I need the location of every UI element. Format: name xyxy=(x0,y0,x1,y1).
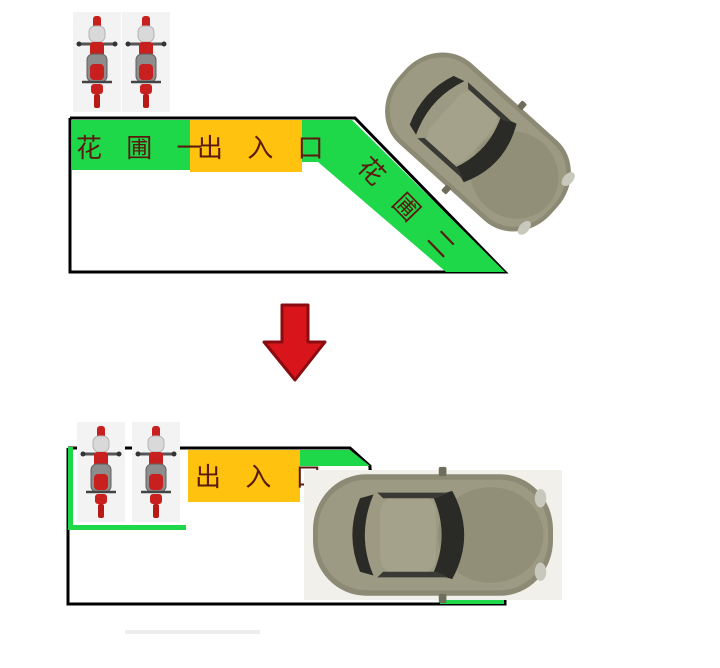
bottom-garden-two-bottom xyxy=(440,599,504,604)
bottom-garden-one-bottom xyxy=(68,525,186,530)
motorcycle-top-view-icon xyxy=(71,10,123,114)
bottom-garden-two-top xyxy=(300,450,370,466)
top-layout: 花 圃 一 出 入 口 花 圃 二 xyxy=(68,10,595,274)
faint-line xyxy=(125,630,260,634)
top-entrance-label: 出 入 口 xyxy=(197,134,332,164)
motorcycle-top-view-icon xyxy=(120,10,172,114)
bottom-garden-one-left xyxy=(68,447,73,530)
bottom-layout: 出 入 口 xyxy=(66,420,562,606)
top-garden-one-label: 花 圃 一 xyxy=(76,134,211,164)
bottom-entrance-label: 出 入 口 xyxy=(195,463,330,493)
top-entrance xyxy=(190,120,302,172)
arrow-down-icon xyxy=(262,303,327,382)
top-garden-one xyxy=(72,120,190,170)
motorcycle-top-view-icon xyxy=(75,420,127,524)
car-top-view-icon xyxy=(313,466,553,604)
bottom-entrance xyxy=(188,450,300,502)
motorcycle-top-view-icon xyxy=(130,420,182,524)
top-garden-two xyxy=(302,120,505,272)
